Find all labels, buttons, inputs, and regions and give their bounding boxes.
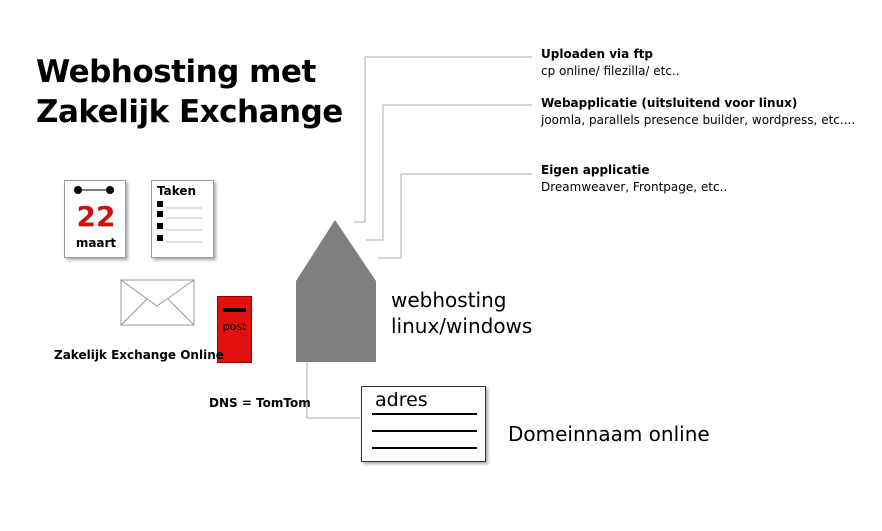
address-card-label: adres	[375, 389, 428, 411]
title-line-2: Zakelijk Exchange	[36, 94, 343, 130]
callout-webapp-heading: Webapplicatie (uitsluitend voor linux)	[541, 96, 798, 110]
tasks-icon: Taken	[151, 180, 214, 258]
webhosting-label-line-2: linux/windows	[391, 314, 533, 338]
address-line-1	[372, 413, 477, 415]
webhosting-label: webhosting linux/windows	[391, 287, 532, 339]
house-icon	[296, 220, 376, 362]
mailbox-icon: post	[217, 296, 252, 363]
callout-ftp-heading: Uploaden via ftp	[541, 47, 653, 61]
connector-domain	[306, 362, 360, 419]
connector-ftp	[354, 56, 532, 223]
exchange-label: Zakelijk Exchange Online	[54, 348, 224, 362]
page-title: Webhosting met Zakelijk Exchange	[36, 52, 343, 132]
mailbox-label: post	[222, 320, 247, 333]
callout-webapp-detail: joomla, parallels presence builder, word…	[541, 113, 856, 127]
callout-eigen: Eigen applicatie Dreamweaver, Frontpage,…	[541, 163, 727, 194]
calendar-rings-icon	[74, 186, 114, 194]
calendar-month: maart	[75, 236, 117, 250]
webhosting-label-line-1: webhosting	[391, 288, 507, 312]
address-line-3	[372, 447, 477, 449]
envelope-icon	[120, 279, 195, 326]
callout-eigen-heading: Eigen applicatie	[541, 163, 650, 177]
task-list-icon	[157, 201, 202, 243]
connector-webapp	[366, 104, 532, 241]
callout-eigen-detail: Dreamweaver, Frontpage, etc..	[541, 180, 728, 194]
callout-webapp: Webapplicatie (uitsluitend voor linux) j…	[541, 96, 855, 127]
calendar-day: 22	[76, 200, 116, 233]
callout-ftp-detail: cp online/ filezilla/ etc..	[541, 64, 680, 78]
dns-label: DNS = TomTom	[209, 396, 311, 410]
tasks-title: Taken	[157, 184, 197, 198]
title-line-1: Webhosting met	[36, 54, 316, 90]
connector-eigen	[378, 173, 532, 259]
address-card: adres	[361, 386, 486, 462]
calendar-icon: 22 maart	[64, 180, 126, 258]
mailbox-slot	[223, 308, 246, 312]
address-line-2	[372, 430, 477, 432]
callout-ftp: Uploaden via ftp cp online/ filezilla/ e…	[541, 47, 680, 78]
domain-label: Domeinnaam online	[508, 422, 710, 446]
